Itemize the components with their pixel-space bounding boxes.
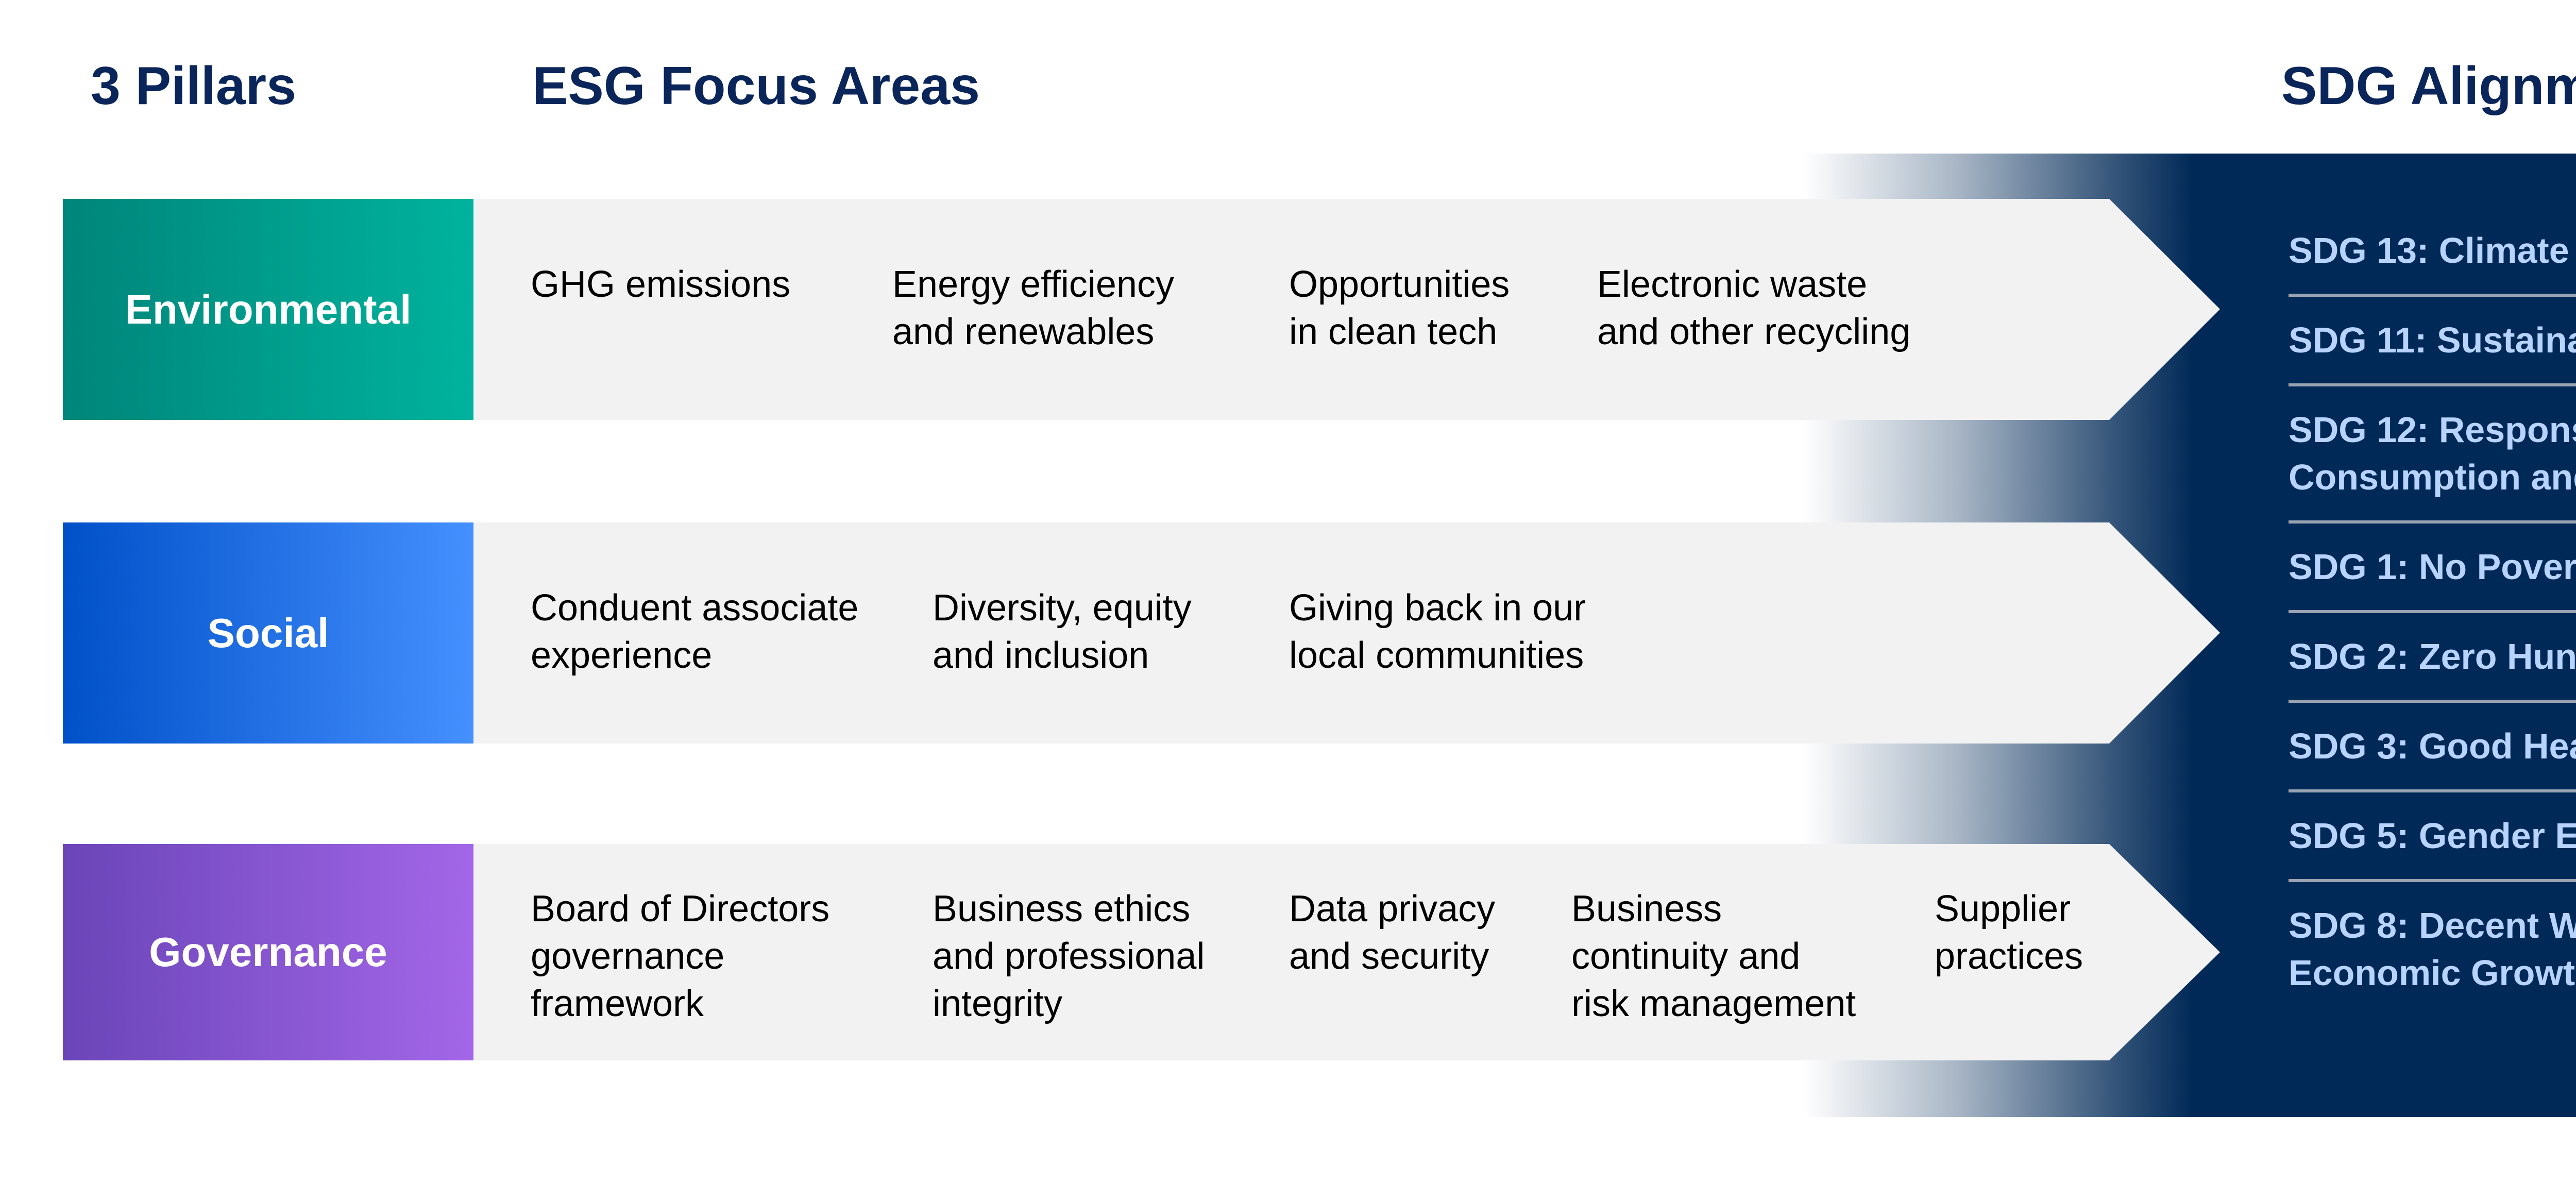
governance-row: Governance Board of Directors governance…	[63, 844, 2227, 1060]
environmental-arrow-band	[473, 199, 2220, 420]
pillar-label: Governance	[149, 929, 387, 975]
sdg-item: SDG 1: No Poverty	[2289, 547, 2576, 587]
focus-item: Energy efficiency and renewables	[892, 264, 1174, 352]
sdg-alignment-header: SDG Alignment	[2281, 56, 2576, 116]
focus-item: Electronic waste and other recycling	[1597, 264, 1911, 352]
sdg-divider	[2289, 789, 2576, 792]
sdg-divider	[2289, 879, 2576, 882]
focus-item: Giving back in our local communities	[1289, 587, 1586, 676]
sdg-divider	[2289, 294, 2576, 297]
pillar-label: Social	[207, 610, 329, 656]
focus-item: Board of Directors governance framework	[531, 888, 830, 1024]
focus-item: Diversity, equity and inclusion	[933, 587, 1192, 676]
focus-item: Business continuity and risk management	[1571, 888, 1856, 1024]
social-row: Social Conduent associate experience Div…	[63, 522, 2227, 744]
focus-item: Conduent associate experience	[531, 587, 859, 676]
focus-item: GHG emissions	[531, 264, 791, 305]
sdg-item: SDG 5: Gender Equality	[2289, 816, 2576, 856]
social-arrow-band	[473, 522, 2220, 744]
focus-item: Business ethics and professional integri…	[933, 888, 1205, 1024]
sdg-list: SDG 13: Climate Action SDG 11: Sustainab…	[2289, 216, 2576, 997]
focus-item: Supplier practices	[1935, 888, 2083, 977]
sdg-item: SDG 3: Good Health and Well-being	[2289, 726, 2576, 766]
pillar-environmental: Environmental	[63, 199, 473, 420]
sdg-item: SDG 8: Decent Work and Economic Growth	[2289, 905, 2576, 993]
sdg-divider	[2289, 610, 2576, 613]
pillars-header: 3 Pillars	[91, 56, 296, 116]
sdg-panel	[2190, 154, 2576, 1117]
sdg-item: SDG 13: Climate Action	[2289, 230, 2569, 271]
sdg-item: SDG 11: Sustainable Cities	[2289, 320, 2576, 360]
environmental-row: Environmental GHG emissions Energy effic…	[63, 199, 2227, 420]
focus-areas-header: ESG Focus Areas	[532, 56, 980, 116]
pillar-social: Social	[63, 522, 473, 744]
focus-item: Opportunities in clean tech	[1289, 264, 1510, 352]
sdg-divider	[2289, 700, 2576, 703]
pillar-governance: Governance	[63, 844, 473, 1060]
focus-item: Data privacy and security	[1289, 888, 1496, 977]
sdg-divider	[2289, 383, 2576, 386]
governance-arrow-band	[473, 844, 2220, 1060]
sdg-divider	[2289, 520, 2576, 524]
pillar-label: Environmental	[125, 286, 412, 332]
sdg-item: SDG 12: Responsible Consumption and Prod…	[2289, 410, 2576, 497]
sdg-item: SDG 2: Zero Hunger	[2289, 636, 2576, 677]
